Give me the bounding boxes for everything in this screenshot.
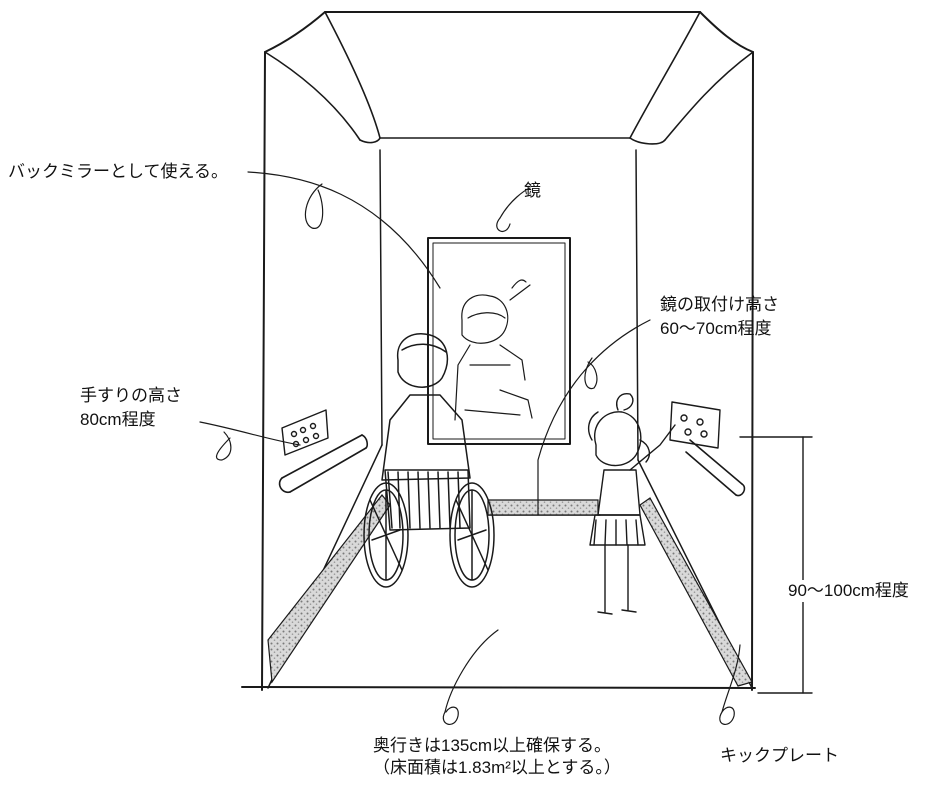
label-mirror: 鏡	[524, 181, 541, 200]
label-mirror-height-2: 60～70cm程度	[660, 319, 772, 338]
mirror-reflection	[454, 279, 533, 421]
mirror	[427, 237, 571, 445]
label-handrail-2: 80cm程度	[80, 410, 156, 429]
child	[587, 393, 676, 615]
label-depth-2: （床面積は1.83m²以上とする。）	[373, 758, 621, 777]
wheelchair-user	[363, 333, 495, 588]
back-wall	[267, 149, 753, 689]
cabin-outline	[241, 11, 756, 691]
label-kickplate: キックプレート	[720, 746, 839, 765]
label-depth-1: 奥行きは135cm以上確保する。	[373, 736, 612, 755]
leader-lines	[199, 171, 741, 725]
label-handrail-1: 手すりの高さ	[80, 386, 182, 405]
ceiling	[264, 11, 754, 145]
dimension-line	[739, 436, 813, 694]
label-panel-height: 90～100cm程度	[788, 580, 909, 602]
kick-plates	[267, 494, 753, 687]
label-rear-mirror: バックミラーとして使える。	[8, 162, 228, 181]
control-panels	[281, 401, 721, 456]
handrails	[278, 434, 746, 497]
label-mirror-height-1: 鏡の取付け高さ	[660, 295, 779, 314]
